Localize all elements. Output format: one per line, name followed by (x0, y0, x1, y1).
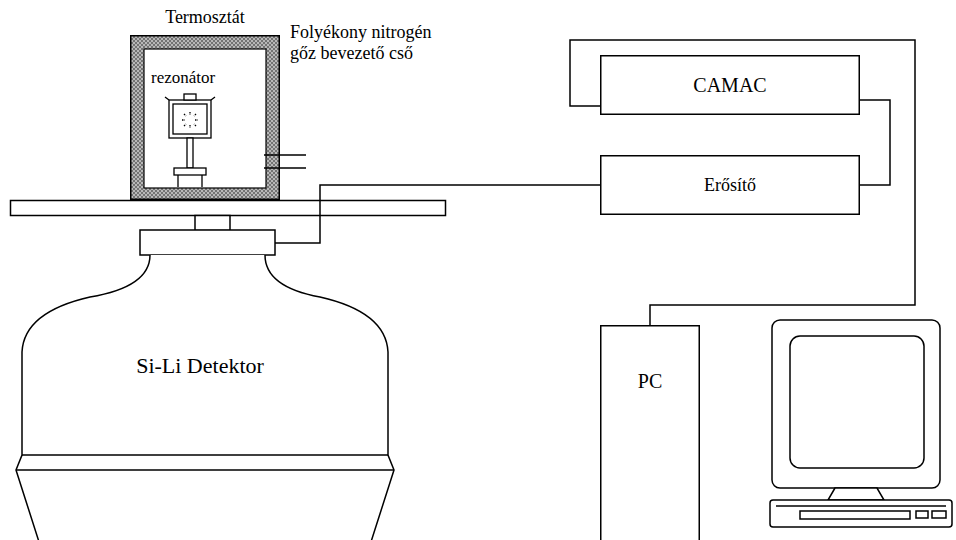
node-label: Termosztát (165, 7, 245, 28)
insulated-wall (131, 36, 280, 200)
node-label: rezonátor (151, 68, 215, 88)
thermostat-interior (144, 49, 266, 188)
table-plate (11, 201, 446, 216)
detector-head (140, 230, 275, 255)
monitor-icon (772, 320, 940, 500)
node-label: PC (638, 370, 662, 393)
resonator: rezonátor (147, 68, 263, 187)
detector-window (195, 216, 230, 231)
node-label: CAMAC (693, 74, 766, 97)
node-label: Erősítő (704, 175, 756, 196)
computer-case: PC (600, 325, 700, 540)
thermostat-box: Termosztát rezonátor (130, 5, 280, 200)
signal-cable (275, 185, 600, 243)
node-outline (600, 325, 700, 540)
node-label: Si-Li Detektor (136, 353, 264, 378)
process-box: CAMAC (600, 55, 860, 115)
signal-cable (570, 40, 915, 325)
dewar-outline (16, 255, 394, 540)
process-box: Erősítő (600, 155, 860, 215)
detector-body: Si-Li Detektor (15, 215, 400, 540)
box-outline (601, 56, 860, 115)
part-label: Folyékony nitrogén gőz bevezető cső (290, 22, 450, 63)
box-outline (601, 326, 700, 540)
box-outline (601, 156, 860, 215)
keyboard-icon (770, 500, 952, 527)
resonator-symbol (165, 94, 215, 187)
nitrogen-pipe (264, 155, 306, 168)
signal-cable (860, 100, 890, 185)
dewar-band (16, 455, 394, 470)
